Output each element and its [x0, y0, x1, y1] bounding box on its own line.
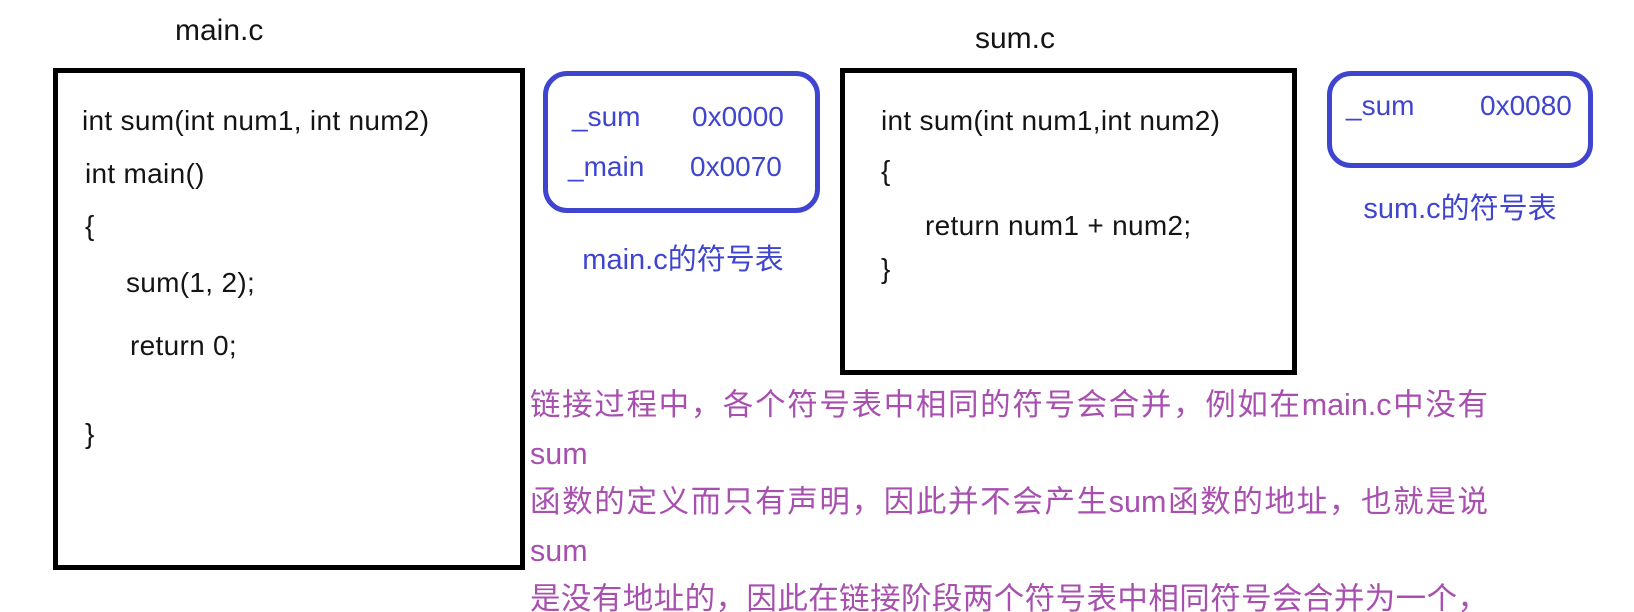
sum-c-symbol-table: _sum 0x0080	[1327, 71, 1593, 168]
symbol-name: _sum	[572, 101, 641, 132]
main-c-code-line: {	[85, 210, 95, 241]
symbol-table-row: _main 0x0070	[548, 150, 815, 184]
main-c-code-line: sum(1, 2);	[126, 267, 256, 298]
note-line: 链接过程中，各个符号表中相同的符号会合并，例如在main.c中没有sum	[530, 388, 1488, 471]
main-c-code-box: int sum(int num1, int num2) int main() {…	[53, 68, 525, 570]
symbol-name: _sum	[1346, 90, 1415, 121]
symbol-address: 0x0080	[1480, 90, 1572, 121]
main-c-file-title: main.c	[175, 14, 264, 47]
main-c-symbol-table-caption: main.c的符号表	[582, 244, 784, 276]
symbol-address: 0x0070	[690, 151, 782, 182]
main-c-code-line: int sum(int num1, int num2)	[82, 105, 430, 136]
sum-c-code-box: int sum(int num1,int num2) { return num1…	[840, 68, 1297, 375]
note-line: 函数的定义而只有声明，因此并不会产生sum函数的地址，也就是说sum	[530, 485, 1488, 568]
main-c-code-line: }	[85, 418, 95, 449]
symbol-table-row: _sum 0x0080	[1332, 89, 1588, 123]
symbol-table-row: _sum 0x0000	[548, 100, 815, 134]
main-c-code-line: return 0;	[130, 330, 237, 361]
sum-c-symbol-table-caption: sum.c的符号表	[1363, 193, 1557, 225]
symbol-name: _main	[568, 151, 645, 182]
sum-c-code-line: return num1 + num2;	[925, 210, 1192, 241]
linking-explanation-note: 链接过程中，各个符号表中相同的符号会合并，例如在main.c中没有sum 函数的…	[530, 381, 1488, 612]
symbol-address: 0x0000	[692, 101, 784, 132]
sum-c-file-title: sum.c	[975, 22, 1056, 55]
sum-c-code-line: }	[881, 253, 891, 284]
main-c-symbol-table: _sum 0x0000 _main 0x0070	[543, 71, 820, 213]
main-c-code-line: int main()	[85, 158, 205, 189]
note-line: 是没有地址的，因此在链接阶段两个符号表中相同符号会合并为一个，因	[530, 582, 1488, 612]
sum-c-code-line: int sum(int num1,int num2)	[881, 105, 1221, 136]
sum-c-code-line: {	[881, 155, 891, 186]
